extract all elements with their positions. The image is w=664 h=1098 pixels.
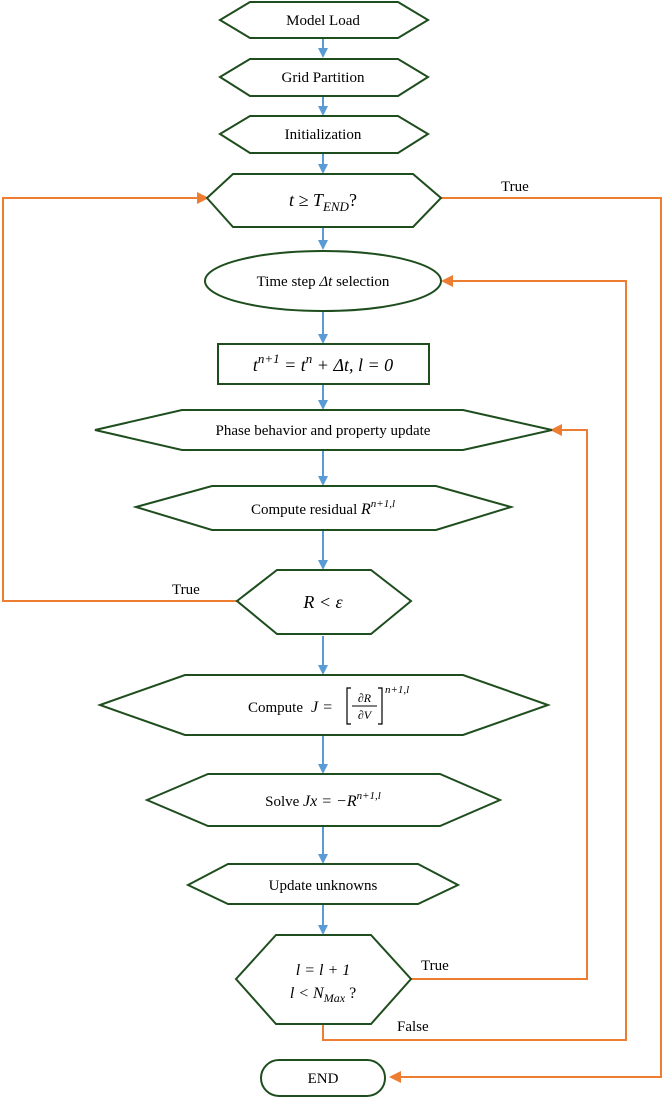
tu-sup2: n [306, 351, 313, 366]
solve-eq: Jx = −R [303, 793, 357, 810]
time-step-suffix: selection [332, 274, 390, 290]
iteration-line1: l = l + 1 [296, 962, 350, 979]
end-check-q: ? [349, 190, 357, 210]
tu-rest: + Δt, l = 0 [312, 355, 393, 375]
residual-sup: n+1,l [371, 498, 395, 510]
loop-arrows [2, 192, 662, 1083]
edge-label-true-right: True [421, 958, 449, 974]
grid-partition-node [218, 58, 430, 97]
convergence-node [235, 569, 413, 635]
end-time-check-label: t ≥ TEND? [289, 190, 357, 214]
phase-update-label: Phase behavior and property update [216, 423, 431, 439]
model-load-node [218, 0, 430, 39]
time-step-label: Time step Δt selection [257, 274, 390, 290]
end-check-sub: END [322, 199, 350, 214]
residual-label: Compute residual Rn+1,l [251, 498, 395, 518]
jacobian-brackets [346, 687, 383, 725]
model-load-label: Model Load [286, 13, 360, 29]
time-step-node [204, 250, 442, 312]
end-label: END [308, 1071, 339, 1087]
jacobian-den: ∂V [358, 708, 373, 722]
arrow-false-to-timestep [322, 275, 627, 1041]
solve-sup: n+1,l [357, 790, 381, 802]
it-line2b: ? [345, 985, 356, 1002]
tu-eq: = t [280, 355, 307, 375]
arrow-true-to-end [389, 197, 662, 1083]
end-time-check-node [205, 173, 443, 228]
initialization-label: Initialization [285, 127, 362, 143]
edge-label-true-left: True [172, 582, 200, 598]
time-update-label: tn+1 = tn + Δt, l = 0 [253, 351, 393, 375]
edge-label-true-top: True [501, 179, 529, 195]
iteration-line2: l < NMax ? [290, 985, 356, 1005]
it-line2a: l < N [290, 985, 325, 1002]
edge-label-false: False [397, 1019, 429, 1035]
iteration-check-node [234, 934, 413, 1025]
phase-update-node [94, 409, 553, 451]
end-check-main: t ≥ T [289, 190, 325, 210]
time-update-node [217, 343, 430, 385]
jacobian-sup: n+1,l [385, 684, 409, 696]
it-line2sub: Max [323, 991, 346, 1005]
initialization-node [218, 115, 430, 154]
convergence-label: R < ε [302, 592, 343, 612]
time-step-text: Time step [257, 274, 320, 290]
residual-text: Compute residual [251, 502, 361, 518]
jacobian-node [96, 674, 552, 736]
tu-t: t [253, 355, 259, 375]
solve-node [144, 773, 503, 827]
arrow-true-to-phase [411, 424, 588, 980]
tu-sup1: n+1 [258, 351, 280, 366]
jacobian-num: ∂R [358, 691, 372, 705]
end-node [260, 1059, 386, 1097]
update-unknowns-node [185, 863, 461, 905]
jacobian-j: J = [311, 699, 333, 716]
update-unknowns-label: Update unknowns [269, 878, 378, 894]
jacobian-label: Compute J = ∂R ∂V n+1,l [248, 684, 409, 725]
jacobian-text: Compute [248, 700, 303, 716]
solve-text: Solve [265, 794, 303, 810]
time-step-math: Δt [318, 274, 333, 290]
grid-partition-label: Grid Partition [282, 70, 365, 86]
residual-r: R [360, 501, 371, 518]
arrow-true-to-endcheck [2, 192, 237, 602]
solve-label: Solve Jx = −Rn+1,l [265, 790, 381, 810]
residual-node [132, 485, 515, 531]
